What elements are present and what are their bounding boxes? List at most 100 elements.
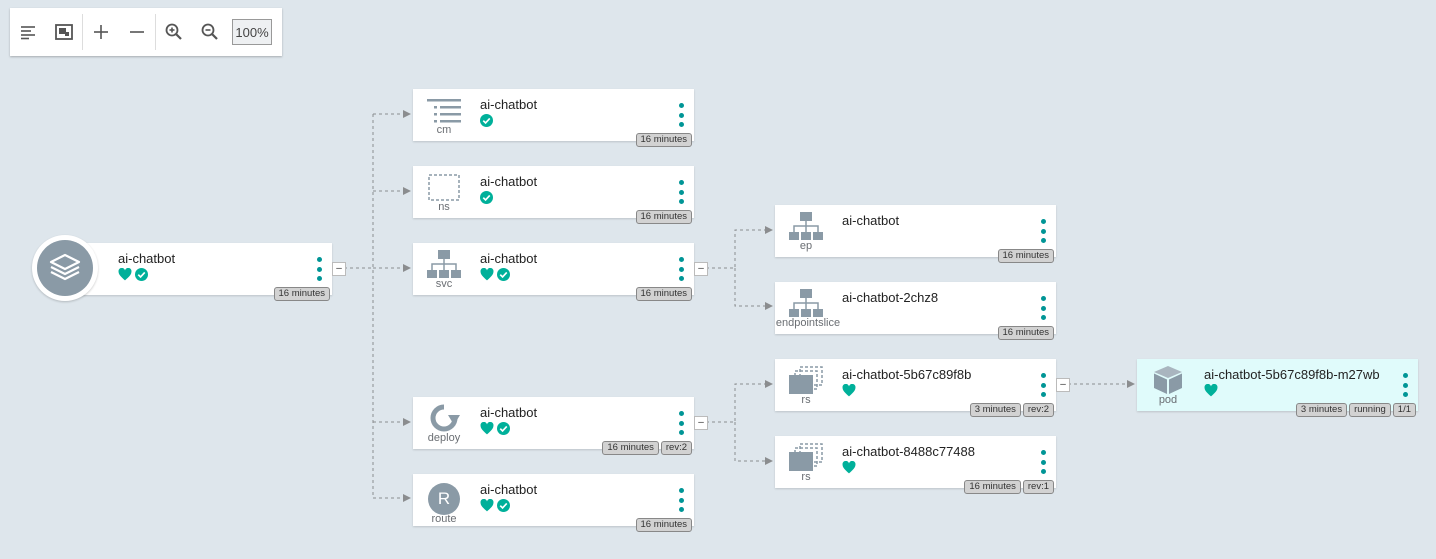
revision-badge: rev:1 bbox=[1022, 480, 1054, 494]
node-name: ai-chatbot bbox=[480, 97, 538, 112]
node-status bbox=[480, 114, 493, 127]
zoom-in-icon[interactable] bbox=[156, 8, 192, 56]
check-circle-icon bbox=[480, 114, 493, 127]
kebab-menu-icon[interactable] bbox=[676, 257, 686, 281]
node-kind: ep bbox=[799, 240, 813, 252]
node-status bbox=[1204, 384, 1218, 397]
list-icon: cm bbox=[413, 89, 475, 141]
revision-badge: rev:2 bbox=[1022, 403, 1054, 417]
node-badges: 16 minutes rev:1 bbox=[964, 480, 1054, 494]
node-badges: 3 minutes rev:2 bbox=[969, 403, 1054, 417]
node-badges: 16 minutes rev:2 bbox=[602, 441, 692, 455]
node-kind: route bbox=[431, 513, 457, 525]
node-endpoints[interactable]: ep ai-chatbot 16 minutes bbox=[775, 205, 1056, 263]
node-kind: svc bbox=[435, 278, 453, 290]
node-pod[interactable]: pod ai-chatbot-5b67c89f8b-m27wb 3 minute… bbox=[1137, 359, 1418, 417]
network-icon: ep bbox=[775, 205, 837, 257]
node-service[interactable]: svc ai-chatbot 16 minutes bbox=[413, 243, 694, 301]
replicaset-icon: rs bbox=[775, 359, 837, 411]
collapse-icon[interactable] bbox=[119, 8, 155, 56]
check-circle-icon bbox=[497, 268, 510, 281]
node-name: ai-chatbot bbox=[118, 251, 176, 266]
kebab-menu-icon[interactable] bbox=[676, 411, 686, 435]
heart-icon bbox=[842, 384, 856, 397]
node-status bbox=[118, 268, 148, 281]
node-badges: 16 minutes bbox=[273, 287, 330, 301]
node-name: ai-chatbot bbox=[480, 174, 538, 189]
node-root-application[interactable]: ai-chatbot 16 minutes bbox=[63, 243, 332, 301]
node-status bbox=[480, 499, 510, 512]
node-namespace[interactable]: ns ai-chatbot 16 minutes bbox=[413, 166, 694, 224]
kebab-menu-icon[interactable] bbox=[1400, 373, 1410, 397]
node-name: ai-chatbot-5b67c89f8b-m27wb bbox=[1204, 367, 1380, 382]
node-kind: rs bbox=[801, 394, 811, 406]
kebab-menu-icon[interactable] bbox=[676, 488, 686, 512]
zoom-out-icon[interactable] bbox=[192, 8, 228, 56]
node-badges: 3 minutes running 1/1 bbox=[1295, 403, 1416, 417]
node-status bbox=[842, 461, 856, 474]
age-badge: 16 minutes bbox=[635, 518, 692, 532]
cube-icon: pod bbox=[1137, 359, 1199, 411]
heart-icon bbox=[480, 268, 494, 281]
node-name: ai-chatbot bbox=[480, 482, 538, 497]
node-status bbox=[480, 268, 510, 281]
age-badge: 16 minutes bbox=[997, 326, 1054, 340]
node-kind: rs bbox=[801, 471, 811, 483]
node-name: ai-chatbot-5b67c89f8b bbox=[842, 367, 972, 382]
collapse-toggle[interactable]: – bbox=[694, 416, 708, 430]
kebab-menu-icon[interactable] bbox=[676, 180, 686, 204]
check-circle-icon bbox=[480, 191, 493, 204]
kebab-menu-icon[interactable] bbox=[1038, 373, 1048, 397]
collapse-toggle[interactable]: – bbox=[332, 262, 346, 276]
node-kind: endpointslice bbox=[775, 317, 841, 329]
refresh-icon: deploy bbox=[413, 397, 475, 449]
heart-icon bbox=[118, 268, 132, 281]
check-circle-icon bbox=[497, 499, 510, 512]
node-badges: 16 minutes bbox=[635, 133, 692, 147]
node-kind: cm bbox=[436, 124, 452, 136]
node-badges: 16 minutes bbox=[997, 249, 1054, 263]
age-badge: 16 minutes bbox=[635, 133, 692, 147]
node-badges: 16 minutes bbox=[997, 326, 1054, 340]
node-name: ai-chatbot-8488c77488 bbox=[842, 444, 975, 459]
align-left-icon[interactable] bbox=[10, 8, 46, 56]
node-status bbox=[480, 422, 510, 435]
node-configmap[interactable]: cm ai-chatbot 16 minutes bbox=[413, 89, 694, 147]
expand-icon[interactable] bbox=[83, 8, 119, 56]
toolbar-divider bbox=[155, 14, 156, 50]
network-icon: svc bbox=[413, 243, 475, 295]
age-badge: 16 minutes bbox=[635, 287, 692, 301]
zoom-level[interactable]: 100% bbox=[232, 19, 272, 45]
check-circle-icon bbox=[135, 268, 148, 281]
age-badge: 16 minutes bbox=[602, 441, 659, 455]
node-badges: 16 minutes bbox=[635, 287, 692, 301]
heart-icon bbox=[480, 422, 494, 435]
node-badges: 16 minutes bbox=[635, 518, 692, 532]
phase-badge: running bbox=[1349, 403, 1391, 417]
node-endpointslice[interactable]: endpointslice ai-chatbot-2chz8 16 minute… bbox=[775, 282, 1056, 340]
revision-badge: rev:2 bbox=[660, 441, 692, 455]
node-badges: 16 minutes bbox=[635, 210, 692, 224]
route-letter: R bbox=[428, 483, 460, 515]
kebab-menu-icon[interactable] bbox=[314, 257, 324, 281]
application-icon bbox=[32, 235, 98, 301]
fit-screen-icon[interactable] bbox=[46, 8, 82, 56]
node-replicaset[interactable]: rs ai-chatbot-5b67c89f8b 3 minutes rev:2 bbox=[775, 359, 1056, 417]
kebab-menu-icon[interactable] bbox=[1038, 296, 1048, 320]
kebab-menu-icon[interactable] bbox=[1038, 450, 1048, 474]
toolbar-divider bbox=[82, 14, 83, 50]
age-badge: 3 minutes bbox=[969, 403, 1021, 417]
collapse-toggle[interactable]: – bbox=[694, 262, 708, 276]
node-deployment[interactable]: deploy ai-chatbot 16 minutes rev:2 bbox=[413, 397, 694, 455]
node-replicaset[interactable]: rs ai-chatbot-8488c77488 16 minutes rev:… bbox=[775, 436, 1056, 494]
node-kind: ns bbox=[438, 201, 450, 213]
node-name: ai-chatbot bbox=[480, 405, 538, 420]
kebab-menu-icon[interactable] bbox=[1038, 219, 1048, 243]
kebab-menu-icon[interactable] bbox=[676, 103, 686, 127]
node-name: ai-chatbot-2chz8 bbox=[842, 290, 939, 305]
age-badge: 16 minutes bbox=[273, 287, 330, 301]
heart-icon bbox=[1204, 384, 1218, 397]
collapse-toggle[interactable]: – bbox=[1056, 378, 1070, 392]
node-route[interactable]: R route ai-chatbot 16 minutes bbox=[413, 474, 694, 532]
